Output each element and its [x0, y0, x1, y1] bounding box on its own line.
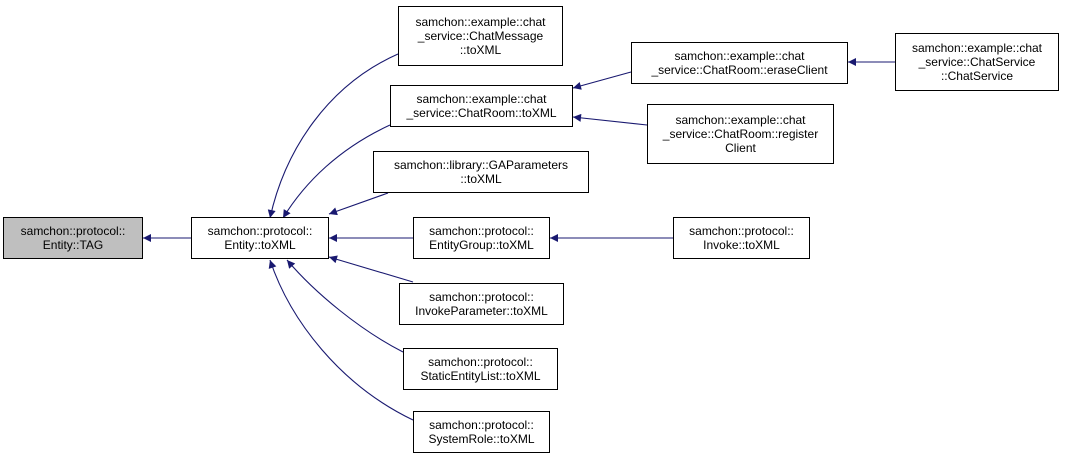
- node-invoke-toxml[interactable]: samchon::protocol:: Invoke::toXML: [673, 217, 810, 259]
- node-entity-toxml[interactable]: samchon::protocol:: Entity::toXML: [191, 217, 329, 259]
- node-entity-toxml-label: samchon::protocol:: Entity::toXML: [207, 224, 313, 252]
- node-chatservice-chatservice[interactable]: samchon::example::chat _service::ChatSer…: [895, 33, 1059, 91]
- node-staticentitylist-toxml-label: samchon::protocol:: StaticEntityList::to…: [420, 355, 541, 383]
- node-chatroom-eraseclient[interactable]: samchon::example::chat _service::ChatRoo…: [631, 42, 848, 84]
- edge-gaparameters-toxml-to-entity-toxml: [328, 192, 389, 216]
- edge-eraseclient-to-chatroom-toxml: [572, 71, 632, 90]
- node-staticentitylist-toxml[interactable]: samchon::protocol:: StaticEntityList::to…: [403, 348, 558, 390]
- edge-staticentitylist-toxml-to-entity-toxml: [286, 259, 404, 353]
- node-invokeparameter-toxml-label: samchon::protocol:: InvokeParameter::toX…: [415, 290, 548, 318]
- node-entitygroup-toxml-label: samchon::protocol:: EntityGroup::toXML: [429, 224, 534, 252]
- node-chatroom-toxml[interactable]: samchon::example::chat _service::ChatRoo…: [390, 85, 573, 127]
- node-chatroom-eraseclient-label: samchon::example::chat _service::ChatRoo…: [651, 49, 828, 77]
- edge-chatmessage-toxml-to-entity-toxml: [267, 53, 399, 219]
- node-chatroom-registerclient-label: samchon::example::chat _service::ChatRoo…: [662, 113, 819, 155]
- node-gaparameters-toxml[interactable]: samchon::library::GAParameters ::toXML: [373, 151, 589, 193]
- edge-chatroom-toxml-to-entity-toxml: [282, 124, 391, 219]
- node-invoke-toxml-label: samchon::protocol:: Invoke::toXML: [689, 224, 794, 252]
- node-chatroom-toxml-label: samchon::example::chat _service::ChatRoo…: [406, 92, 557, 120]
- edge-systemrole-toxml-to-entity-toxml: [268, 259, 414, 421]
- node-systemrole-toxml-label: samchon::protocol:: SystemRole::toXML: [428, 418, 535, 446]
- node-chatservice-chatservice-label: samchon::example::chat _service::ChatSer…: [911, 41, 1043, 83]
- edge-invokeparameter-toxml-to-entity-toxml: [328, 255, 414, 283]
- node-chatmessage-toxml-label: samchon::example::chat _service::ChatMes…: [415, 15, 546, 57]
- edge-registerclient-to-chatroom-toxml: [572, 113, 648, 126]
- node-chatroom-registerclient[interactable]: samchon::example::chat _service::ChatRoo…: [647, 104, 834, 164]
- node-gaparameters-toxml-label: samchon::library::GAParameters ::toXML: [393, 158, 569, 186]
- node-chatmessage-toxml[interactable]: samchon::example::chat _service::ChatMes…: [398, 6, 563, 66]
- node-entity-tag-label: samchon::protocol:: Entity::TAG: [20, 224, 126, 252]
- node-entity-tag: samchon::protocol:: Entity::TAG: [3, 217, 143, 259]
- node-invokeparameter-toxml[interactable]: samchon::protocol:: InvokeParameter::toX…: [399, 283, 564, 325]
- node-entitygroup-toxml[interactable]: samchon::protocol:: EntityGroup::toXML: [413, 217, 550, 259]
- node-systemrole-toxml[interactable]: samchon::protocol:: SystemRole::toXML: [413, 411, 550, 453]
